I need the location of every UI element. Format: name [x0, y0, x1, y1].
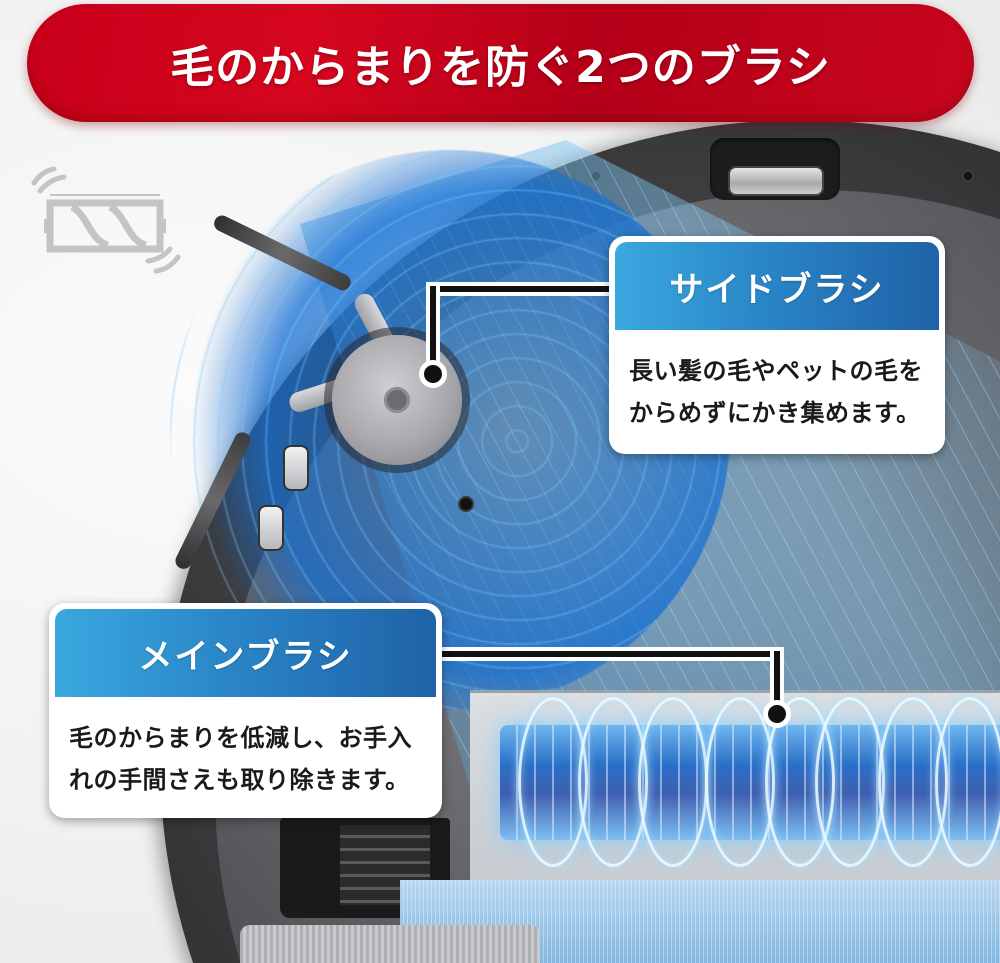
main-brush-pointer-dot: [763, 700, 791, 728]
main-brush-leader-line: [774, 651, 780, 713]
front-sensor: [728, 166, 824, 196]
mop-pad: [240, 925, 540, 963]
cliff-sensor: [258, 505, 284, 551]
main-brush-callout: メインブラシ 毛のからまりを低減し、お手入 れの手間さえも取り除きます。: [49, 603, 442, 818]
screw-icon: [962, 170, 974, 182]
side-brush-leader-line: [430, 286, 612, 292]
header-banner: 毛のからまりを防ぐ2つのブラシ: [27, 4, 974, 122]
screw-icon: [458, 496, 474, 512]
callout-title: メインブラシ: [138, 636, 353, 677]
rotation-ring: [935, 697, 1000, 867]
roller-brush-icon: [31, 166, 181, 274]
description-line: 毛のからまりを低減し、お手入: [69, 724, 412, 752]
cliff-sensor: [283, 445, 309, 491]
side-brush-pointer-dot: [419, 360, 447, 388]
callout-description: 長い髪の毛やペットの毛を からめずにかき集めます。: [615, 330, 939, 434]
description-line: れの手間さえも取り除きます。: [69, 766, 410, 794]
callout-title: サイドブラシ: [669, 269, 885, 310]
rotation-ring: [638, 697, 708, 867]
rotation-ring: [815, 697, 885, 867]
screw-icon: [590, 170, 602, 182]
side-brush-callout: サイドブラシ 長い髪の毛やペットの毛を からめずにかき集めます。: [609, 236, 945, 454]
description-line: 長い髪の毛やペットの毛を: [629, 357, 923, 385]
side-brush-hub: [332, 335, 462, 465]
callout-header: メインブラシ: [55, 609, 436, 697]
side-brush-leader-line: [430, 286, 436, 374]
page-title: 毛のからまりを防ぐ2つのブラシ: [170, 42, 831, 93]
callout-description: 毛のからまりを低減し、お手入 れの手間さえも取り除きます。: [55, 697, 436, 801]
main-brush-leader-line: [440, 651, 780, 657]
callout-header: サイドブラシ: [615, 242, 939, 330]
description-line: からめずにかき集めます。: [629, 399, 921, 427]
